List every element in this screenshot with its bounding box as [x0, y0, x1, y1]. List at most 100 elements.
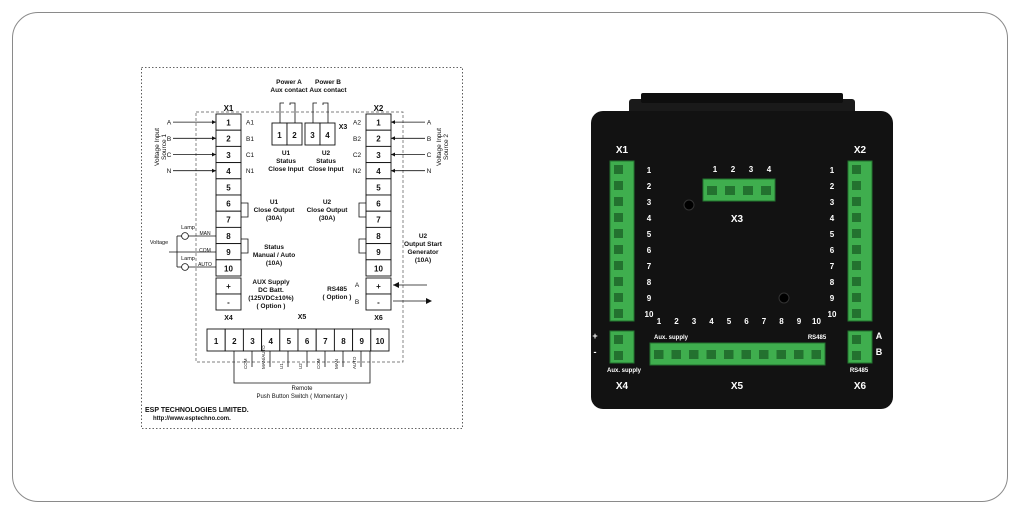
photo-x1-terminal-screw: [614, 229, 623, 238]
photo-x1-number: 2: [647, 182, 652, 191]
x2-phase-arrow: [391, 152, 395, 157]
photo-x5-number: 5: [727, 317, 732, 326]
auto-label: AUTO: [198, 262, 212, 268]
aux-supply-label: AUX Supply: [252, 279, 290, 286]
com-label: COM: [199, 248, 211, 254]
remote-switch-label: U2: [298, 363, 303, 369]
photo-x4-minus: -: [594, 347, 597, 357]
photo-rs485-bottom: RS485: [850, 368, 869, 374]
voltage-input-1-line1: Voltage Input: [154, 128, 161, 166]
lamp-bottom-icon: [181, 263, 189, 271]
u2-status-label: Status: [316, 158, 336, 165]
company-name: ESP TECHNOLOGIES LIMITED.: [145, 407, 249, 414]
x4-minus-terminal: [215, 293, 242, 311]
photo-x2-terminal-screw: [852, 261, 861, 270]
status-manual-label: Manual / Auto: [253, 252, 295, 259]
x2-phase-arrow: [391, 168, 395, 173]
photo-x5-number: 7: [762, 317, 767, 326]
x3-terminal: [319, 122, 336, 146]
photo-x5-number: 4: [709, 317, 714, 326]
photo-x1-number: 3: [647, 198, 652, 207]
u1-status-label: U1: [282, 150, 291, 157]
power-b-label: Power B: [315, 79, 341, 86]
x2-pin-number: 3: [376, 151, 381, 160]
man-label: MAN: [199, 231, 211, 237]
photo-aux-supply-top: Aux. supply: [654, 335, 689, 341]
x1-pin-number: 3: [226, 151, 231, 160]
x2-terminal: [365, 259, 392, 277]
status-manual-label: Status: [264, 244, 284, 251]
voltage-input-1-line2: Source 1: [161, 134, 168, 160]
photo-rs485-top: RS485: [808, 335, 827, 341]
photo-x3-number: 1: [713, 165, 718, 174]
x1-phase-arrow: [212, 168, 216, 173]
x3-pin-number: 2: [292, 131, 297, 140]
photo-x2-number: 8: [830, 278, 835, 287]
x1-phase-label: B: [167, 136, 171, 143]
x1-pin-number: 6: [226, 200, 231, 209]
photo-x2-number: 9: [830, 294, 835, 303]
photo-x1-terminal-screw: [614, 165, 623, 174]
photo-x5-number: 6: [744, 317, 749, 326]
photo-x2-terminal-screw: [852, 213, 861, 222]
photo-x3-number: 3: [749, 165, 754, 174]
voltage-label: Voltage: [150, 240, 168, 246]
x5-pin-number: 6: [305, 337, 310, 346]
power-b-contact-symbol: [312, 102, 329, 123]
photo-x3-label: X3: [731, 214, 744, 225]
rs485-label: RS485: [327, 286, 347, 293]
x2-phase-arrow: [391, 136, 395, 141]
x2-side-label: C2: [353, 152, 362, 159]
x6-label-b: B: [355, 299, 359, 306]
x1-pin-number: 2: [226, 135, 231, 144]
photo-x5-number: 9: [797, 317, 802, 326]
photo-x6-terminal-screw: [852, 335, 861, 344]
aux-supply-label: DC Batt.: [258, 287, 284, 294]
x2-pin-number: 6: [376, 200, 381, 209]
x1-phase-arrow: [212, 152, 216, 157]
photo-x1-terminal-screw: [614, 213, 623, 222]
power-a-contact-symbol: [279, 102, 296, 123]
photo-x4-terminal-screw: [614, 335, 623, 344]
photo-x2-terminal-screw: [852, 229, 861, 238]
x2-pin-number: 4: [376, 167, 381, 176]
photo-x3-terminal: [702, 178, 776, 202]
photo-x1-terminal-screw: [614, 197, 623, 206]
photo-x5-terminal-screw: [776, 350, 786, 359]
photo-x5-terminal-screw: [724, 350, 734, 359]
photo-x2-number: 7: [830, 262, 835, 271]
remote-label: Remote: [291, 386, 313, 392]
x1-phase-label: C: [167, 152, 172, 159]
photo-x6-label: X6: [854, 381, 867, 392]
photo-x3-terminal-screw: [707, 186, 717, 195]
photo-x2-terminal-screw: [852, 165, 861, 174]
u2-close-output-label: Close Output: [307, 207, 349, 214]
power-b-aux-label: Aux contact: [309, 87, 347, 94]
x3-pin-number: 4: [325, 131, 330, 140]
photo-x1-terminal-screw: [614, 277, 623, 286]
remote-switch-label: U1: [279, 363, 284, 369]
x1-phase-arrow: [212, 120, 216, 125]
photo-x2-number: 1: [830, 166, 835, 175]
photo-x1-number: 9: [647, 294, 652, 303]
x5-pin-number: 3: [250, 337, 255, 346]
x2-pin-number: 8: [376, 232, 381, 241]
x2-side-label: B2: [353, 136, 361, 143]
photo-x5-number: 10: [812, 317, 821, 326]
u2-status-label: Close Input: [308, 166, 344, 173]
status-manual-bracket: [241, 238, 249, 254]
x2-phase-arrow: [391, 120, 395, 125]
rs485-label: ( Option ): [323, 294, 352, 301]
photo-x6-a: A: [876, 331, 883, 341]
photo-x1-number: 5: [647, 230, 652, 239]
photo-x6-b: B: [876, 347, 883, 357]
photo-x3-number: 2: [731, 165, 736, 174]
photo-x1-label: X1: [616, 145, 629, 156]
x2-side-label: N2: [353, 168, 362, 175]
x5-pin-number: 9: [359, 337, 364, 346]
photo-x1-number: 6: [647, 246, 652, 255]
photo-x3-terminal-screw: [761, 186, 771, 195]
